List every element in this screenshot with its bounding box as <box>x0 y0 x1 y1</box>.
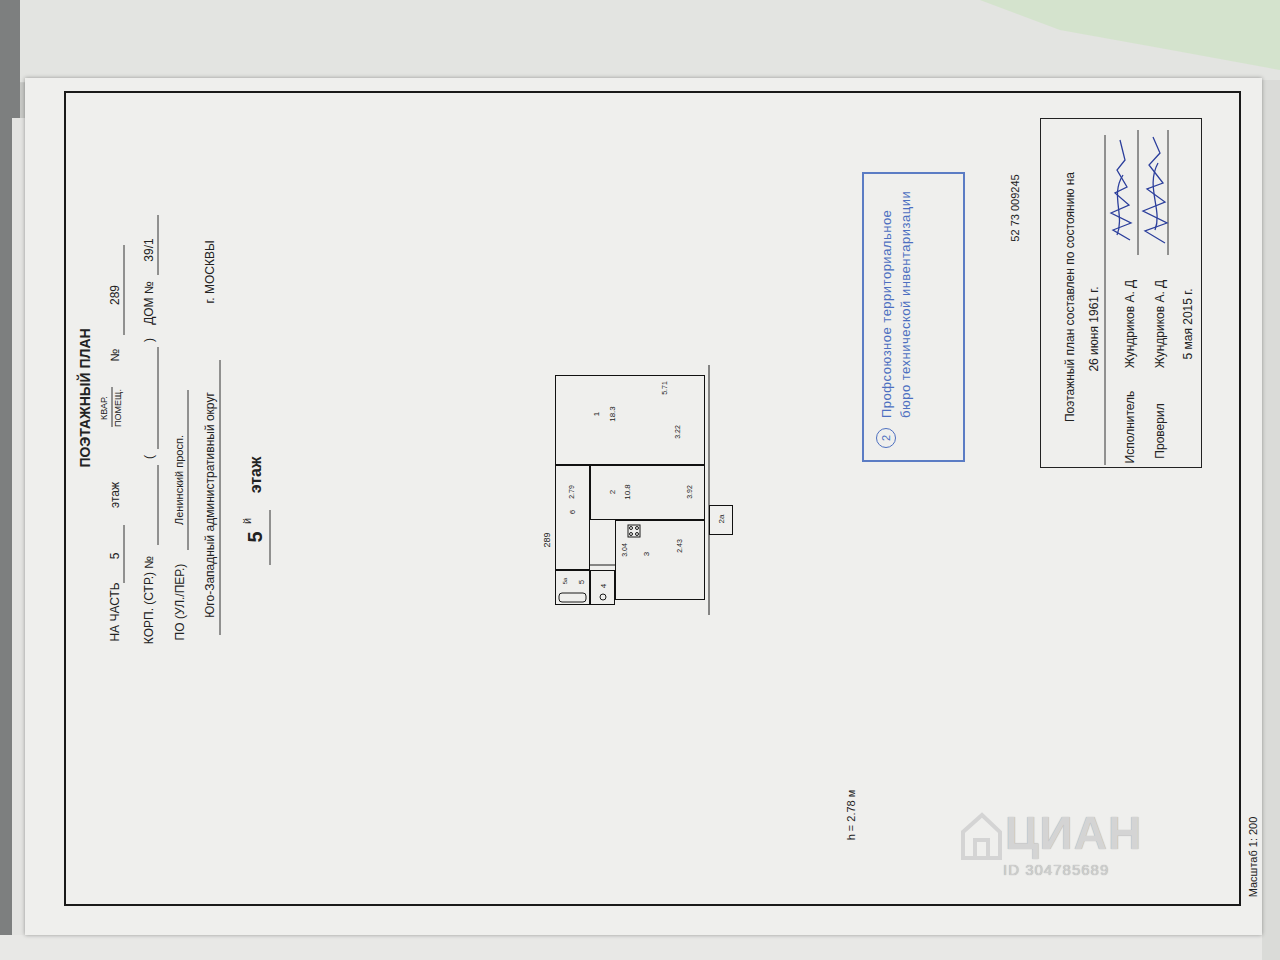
partition <box>590 565 615 566</box>
underline <box>124 525 125 583</box>
field-label: ДОМ № <box>143 281 156 325</box>
dimension: 3.04 <box>621 543 629 557</box>
stove-symbol <box>628 525 640 537</box>
room-text: 6 <box>569 510 578 514</box>
room: 6 <box>555 465 590 570</box>
room-text: 5 <box>578 580 587 584</box>
underline <box>158 347 159 449</box>
underline <box>158 215 159 275</box>
field-value: 39/1 <box>143 238 156 261</box>
underline <box>124 245 125 335</box>
signature-line <box>1168 130 1169 255</box>
room-number: 5а <box>562 578 569 585</box>
dimension: 3.22 <box>674 425 682 439</box>
field-label: ПО (УЛ./ПЕР.) <box>174 564 187 641</box>
toilet-symbol <box>600 594 606 600</box>
title: ПОЭТАЖНЫЙ ПЛАН <box>78 328 93 467</box>
signature <box>1153 163 1158 230</box>
dimension: 3.92 <box>686 485 694 499</box>
title-block-text: Исполнитель <box>1124 391 1137 464</box>
green-sleeve <box>980 0 1280 70</box>
field-label: ПОМЕЩ. <box>114 389 124 427</box>
fraction-line <box>112 387 113 427</box>
field-value: Юго-Западный административный округ <box>204 392 217 618</box>
field-label: КВАР. <box>100 396 110 420</box>
title-block-text: Поэтажный план составлен по состоянию на <box>1064 172 1077 422</box>
room-text: 2 <box>609 490 618 494</box>
watermark: ID 304785689 <box>1003 862 1109 879</box>
room: 118.3 <box>555 375 705 465</box>
title-block-text: 5 мая 2015 г. <box>1182 288 1195 359</box>
title-block-text: Проверил <box>1154 403 1167 458</box>
stamp-text: Профсоюзное территориальное бюро техниче… <box>878 183 916 418</box>
field-value: 5 <box>109 553 122 560</box>
stamp-text: 2 <box>876 428 896 448</box>
stove-burner <box>630 527 633 530</box>
title-block-text: 26 июня 1961 г. <box>1088 286 1101 371</box>
document-number: 52 73 009245 <box>1009 174 1021 241</box>
underline <box>158 465 159 545</box>
title-block-text: Жундриков А. Д <box>1124 280 1137 369</box>
field-value: 289 <box>109 285 122 305</box>
field-label: № <box>109 349 122 362</box>
floor-number: 5 <box>244 531 266 542</box>
field-label: этаж <box>109 482 122 508</box>
floor-suffix: й <box>241 518 253 524</box>
paper-sheet: Поэтажный план составлен по состоянию на… <box>25 78 1262 935</box>
watermark-icon <box>963 815 1000 858</box>
room: 3 <box>615 520 705 600</box>
room-text: 3 <box>643 552 652 556</box>
signature-line <box>1138 130 1139 255</box>
room-text: 4 <box>600 584 609 588</box>
stove-burner <box>630 533 633 536</box>
room-text: 2а <box>718 515 727 524</box>
plan-fixtures <box>559 365 709 615</box>
field-label: ( <box>143 455 156 459</box>
room-text: 1 <box>593 412 602 416</box>
field-label: ) <box>143 338 156 342</box>
balcony: 2а <box>709 505 733 535</box>
underline <box>188 390 189 550</box>
room: 4 <box>590 570 615 605</box>
ceiling-height: h = 2.78 м <box>845 790 857 841</box>
bath-symbol <box>559 593 586 602</box>
stamp-box: Профсоюзное территориальное бюро техниче… <box>862 172 965 462</box>
page-frame <box>65 92 1240 905</box>
title-block: Поэтажный план составлен по состоянию на… <box>1040 118 1202 468</box>
apartment-number: 289 <box>543 532 553 547</box>
dimension: 5.71 <box>661 381 669 395</box>
room: 5 <box>555 570 590 605</box>
dimension: 2.43 <box>676 539 684 553</box>
watermark: ЦИАН <box>1005 808 1142 859</box>
field-label: КОРП. (СТР.) № <box>143 556 156 644</box>
signature <box>1143 137 1167 243</box>
signature <box>1117 175 1123 235</box>
field-value: г. МОСКВЫ <box>204 240 217 303</box>
stove-burner <box>636 527 639 530</box>
title-block-text: Жундриков А. Д <box>1154 280 1167 369</box>
plastic-right <box>1262 80 1280 960</box>
plastic-bottom <box>0 935 1280 960</box>
underline <box>1105 135 1106 465</box>
signature <box>1111 140 1131 240</box>
field-value: Ленинский просп. <box>173 435 185 525</box>
underline <box>220 360 221 635</box>
signatures <box>1111 137 1167 243</box>
exterior-wall <box>709 365 710 615</box>
stove-burner <box>636 533 639 536</box>
floor-label: этаж <box>247 457 265 494</box>
dimension: 2.79 <box>568 485 576 499</box>
fill-in-lines <box>112 130 1168 635</box>
room-text: 10.8 <box>624 484 633 500</box>
underline <box>270 510 271 565</box>
room-text: 18.3 <box>609 406 618 422</box>
field-label: НА ЧАСТЬ <box>109 582 122 641</box>
scale-note: Масштаб 1: 200 <box>1247 817 1259 898</box>
